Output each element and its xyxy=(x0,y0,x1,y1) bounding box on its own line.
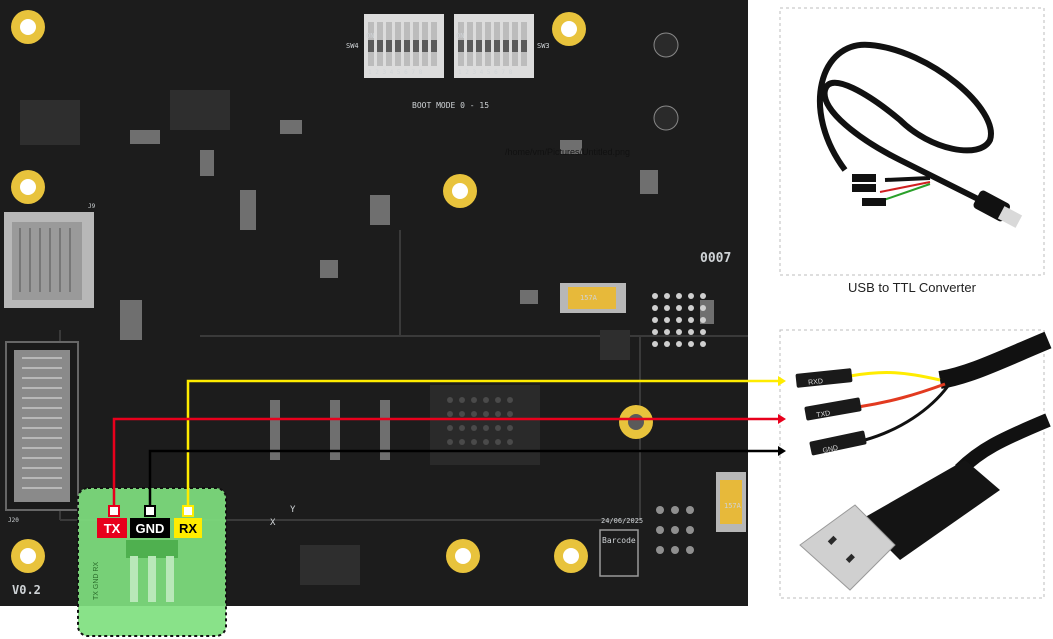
rxd-pin-label: RXD xyxy=(808,378,823,387)
sw3-on-label: ON xyxy=(456,32,464,40)
j20-label: J20 xyxy=(8,517,19,524)
rx-label: RX xyxy=(174,518,202,538)
converter-caption: USB to TTL Converter xyxy=(848,280,976,295)
tantalum-capacitor-2 xyxy=(716,472,746,532)
usb-ttl-cable-photo xyxy=(816,41,1023,228)
rx-arrow xyxy=(778,376,786,386)
converter-photo-frame xyxy=(779,7,1045,276)
rx-wire xyxy=(186,379,780,511)
right-vias xyxy=(653,32,694,554)
tx-pin-marker xyxy=(108,505,120,517)
board-version: V0.2 xyxy=(12,583,41,597)
header-silk-text: TX GND RX xyxy=(93,562,100,600)
j9-label: J9 xyxy=(88,203,96,210)
axis-y-label: Y xyxy=(290,505,296,515)
axis-x-label: X xyxy=(270,518,276,528)
barcode-label: Barcode xyxy=(602,536,636,545)
gnd-label: GND xyxy=(130,518,170,538)
gnd-pin-marker xyxy=(144,505,156,517)
main-chip-area xyxy=(430,385,540,465)
sw3-label: SW3 xyxy=(537,42,550,50)
usb-ttl-cable-detail xyxy=(795,331,1052,591)
gnd-wire xyxy=(148,449,780,511)
sw3-numbers: 1 2 3 4 5 6 7 8 xyxy=(458,69,513,76)
m2-connector xyxy=(5,341,79,511)
tx-arrow xyxy=(778,414,786,424)
dot-grid xyxy=(652,293,706,347)
dip-switch-sw3[interactable] xyxy=(454,14,534,78)
cap-label-2: 157A xyxy=(724,502,742,510)
barcode-box xyxy=(599,529,639,577)
board-date: 24/06/2025 xyxy=(601,517,643,525)
sw4-numbers: 1 2 3 4 5 6 7 8 xyxy=(368,69,423,76)
tx-label: TX xyxy=(97,518,127,538)
cap-label-1: 157A xyxy=(580,294,598,302)
txd-pin-label: TXD xyxy=(816,410,831,419)
smd-components xyxy=(20,90,714,585)
gnd-pin-label: GND xyxy=(822,445,839,455)
path-overlay-text: /home/vm/Pictures/Untitled.png xyxy=(505,147,630,157)
gnd-arrow xyxy=(778,446,786,456)
tx-wire xyxy=(112,417,780,511)
tantalum-capacitor-1 xyxy=(560,283,626,313)
board-id: 0007 xyxy=(700,251,731,266)
rx-pin-marker xyxy=(182,505,194,517)
bga-pads xyxy=(447,397,513,445)
boot-mode-label: BOOT MODE 0 - 15 xyxy=(412,101,489,110)
sw4-label: SW4 xyxy=(346,42,359,50)
dip-switch-sw4[interactable] xyxy=(364,14,444,78)
sd-card-slot xyxy=(4,212,94,308)
sw4-on-label: ON xyxy=(366,32,374,40)
